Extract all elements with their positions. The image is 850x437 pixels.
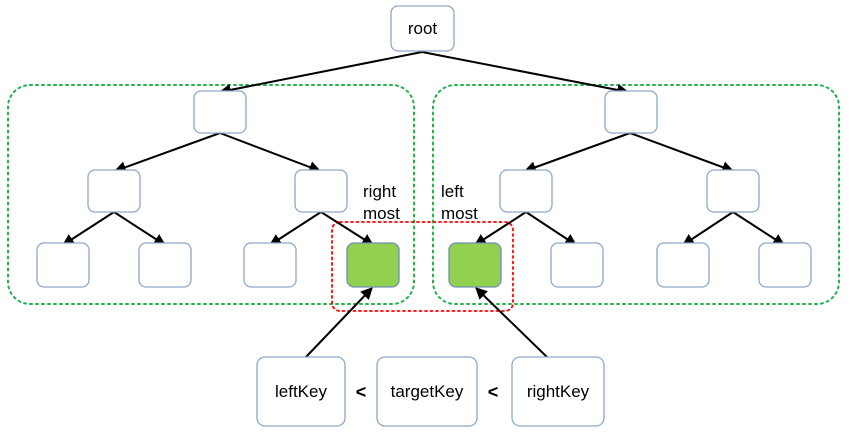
node-right <box>604 90 658 134</box>
edge-l-ll <box>113 132 221 173</box>
left-most-label-line1: left <box>441 182 464 201</box>
less-than-sign-1: < <box>356 382 367 402</box>
left-most-label-line2: most <box>441 204 478 223</box>
left-subtree-group <box>7 84 415 305</box>
right-key-box <box>511 356 605 427</box>
leaf-1 <box>36 242 90 288</box>
edge-root-right <box>421 51 630 96</box>
edge-lr-leaf3 <box>268 211 322 246</box>
edge-r-rr <box>629 132 735 173</box>
edge-r-rl <box>523 132 631 173</box>
edge-l-lr <box>219 132 322 173</box>
right-key-label: rightKey <box>527 382 590 401</box>
edge-ll-leaf1 <box>61 211 115 246</box>
root-label: root <box>408 19 438 38</box>
right-most-label-line2: most <box>363 204 400 223</box>
less-than-sign-2: < <box>488 382 499 402</box>
target-key-box <box>376 356 478 427</box>
edge-rr-leaf7 <box>681 211 734 246</box>
edge-leftkey-rightmost <box>304 287 373 359</box>
leaf-right-most-highlight <box>346 242 400 288</box>
node-left <box>193 90 247 134</box>
leaf-6 <box>550 242 604 288</box>
node-right-right <box>706 169 760 213</box>
node-left-left <box>87 169 141 213</box>
adjacent-leaves-selection <box>331 221 514 312</box>
left-key-label: leftKey <box>275 382 327 401</box>
edge-rl-leaf5 <box>473 211 527 246</box>
edge-ll-leaf2 <box>113 211 167 246</box>
node-left-right <box>294 169 348 213</box>
right-most-label-line1: right <box>363 182 396 201</box>
leaf-8 <box>758 242 812 288</box>
leaf-7 <box>656 242 710 288</box>
leaf-3 <box>243 242 297 288</box>
root-node <box>390 5 455 52</box>
leaf-left-most-highlight <box>448 242 502 288</box>
edge-lr-leaf4 <box>320 211 375 246</box>
target-key-label: targetKey <box>391 382 464 401</box>
right-subtree-group <box>432 84 840 305</box>
node-right-left <box>499 169 553 213</box>
edge-rr-leaf8 <box>732 211 786 246</box>
leaf-2 <box>138 242 192 288</box>
edge-rl-leaf6 <box>525 211 578 246</box>
left-key-box <box>256 356 346 427</box>
edge-rightkey-leftmost <box>475 287 549 359</box>
edge-root-left <box>218 51 423 96</box>
